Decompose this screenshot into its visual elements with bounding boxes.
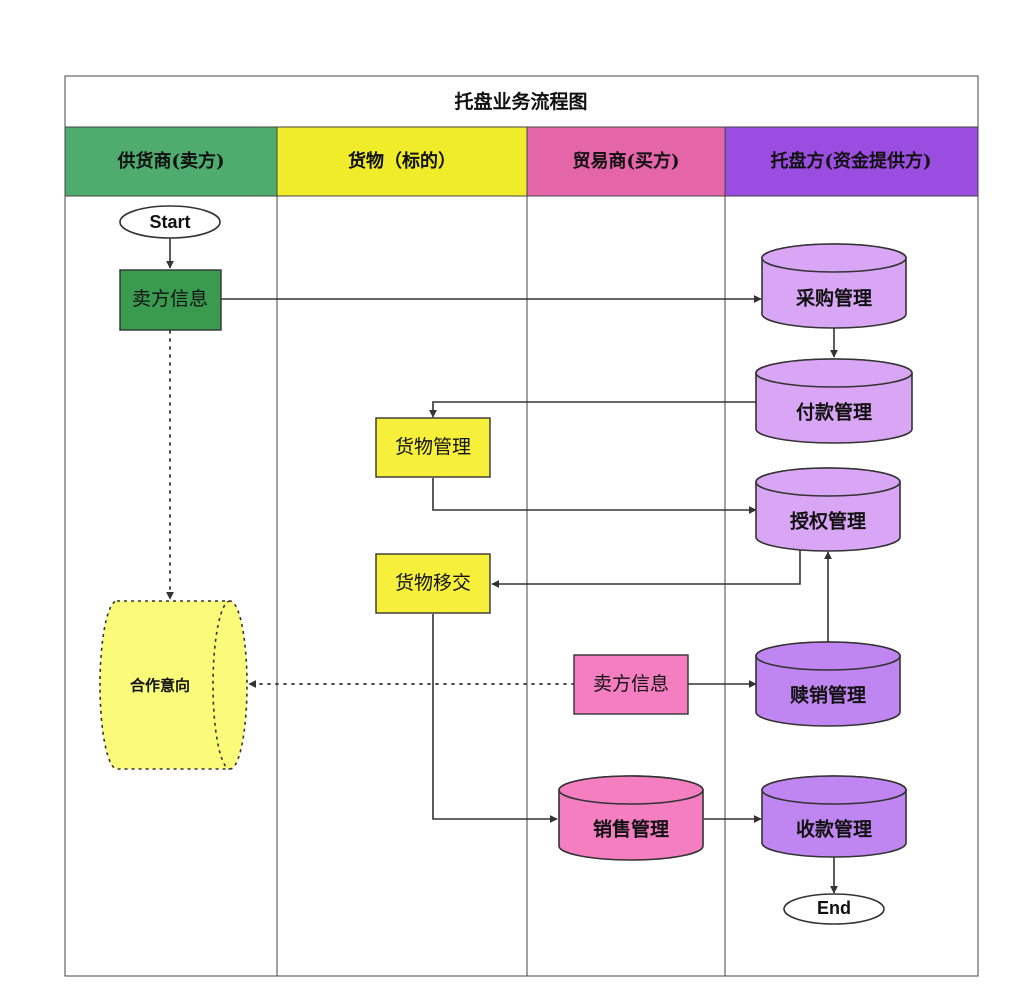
redeem-mgmt-label: 赎销管理 xyxy=(790,684,866,707)
diagram-title: 托盘业务流程图 xyxy=(454,90,587,113)
auth-mgmt-label: 授权管理 xyxy=(790,510,866,533)
edge-goods-transfer-to-sales xyxy=(432,614,558,823)
edge-goods-mgmt-to-auth xyxy=(432,478,757,514)
lane-label-trader: 贸易商(买方) xyxy=(572,150,679,172)
lane-label-financier: 托盘方(资金提供方) xyxy=(770,150,931,172)
edge-auth-to-goods-transfer xyxy=(491,550,801,588)
lane-header-goods xyxy=(276,126,528,197)
lane-label-goods: 货物（标的） xyxy=(348,150,456,172)
purchase-mgmt-database: 采购管理 xyxy=(761,243,907,329)
start-label: Start xyxy=(149,212,190,232)
goods-transfer-label: 货物移交 xyxy=(395,572,471,594)
payment-mgmt-label: 付款管理 xyxy=(796,401,872,424)
edge-payment-to-goods-mgmt xyxy=(429,401,756,418)
payment-mgmt-database: 付款管理 xyxy=(755,358,913,444)
sales-mgmt-database: 销售管理 xyxy=(558,775,704,861)
seller-info-label: 卖方信息 xyxy=(132,288,208,310)
coop-intent-storage: 合作意向 xyxy=(99,600,248,770)
purchase-mgmt-label: 采购管理 xyxy=(796,287,872,310)
end-terminal: End xyxy=(783,893,885,925)
redeem-mgmt-database: 赎销管理 xyxy=(755,641,901,727)
coop-intent-label: 合作意向 xyxy=(129,677,190,695)
auth-mgmt-database: 授权管理 xyxy=(755,467,901,552)
sales-mgmt-label: 销售管理 xyxy=(593,818,669,841)
lane-label-supplier: 供货商(卖方) xyxy=(116,150,224,172)
lane-header-financier xyxy=(724,126,979,197)
lane-header-trader xyxy=(526,126,726,197)
seller-info-process: 卖方信息 xyxy=(119,269,222,331)
goods-mgmt-process: 货物管理 xyxy=(375,417,491,478)
collect-mgmt-database: 收款管理 xyxy=(761,775,907,858)
end-label: End xyxy=(817,898,851,918)
buyer-seller-info-label: 卖方信息 xyxy=(593,673,669,695)
lanes-body xyxy=(64,195,979,977)
goods-mgmt-label: 货物管理 xyxy=(395,436,471,458)
collect-mgmt-label: 收款管理 xyxy=(796,818,872,841)
start-terminal: Start xyxy=(119,205,221,239)
lane-header-supplier xyxy=(64,126,278,197)
goods-transfer-process: 货物移交 xyxy=(375,553,491,614)
buyer-seller-info-process: 卖方信息 xyxy=(573,654,689,715)
title-row xyxy=(64,75,979,128)
